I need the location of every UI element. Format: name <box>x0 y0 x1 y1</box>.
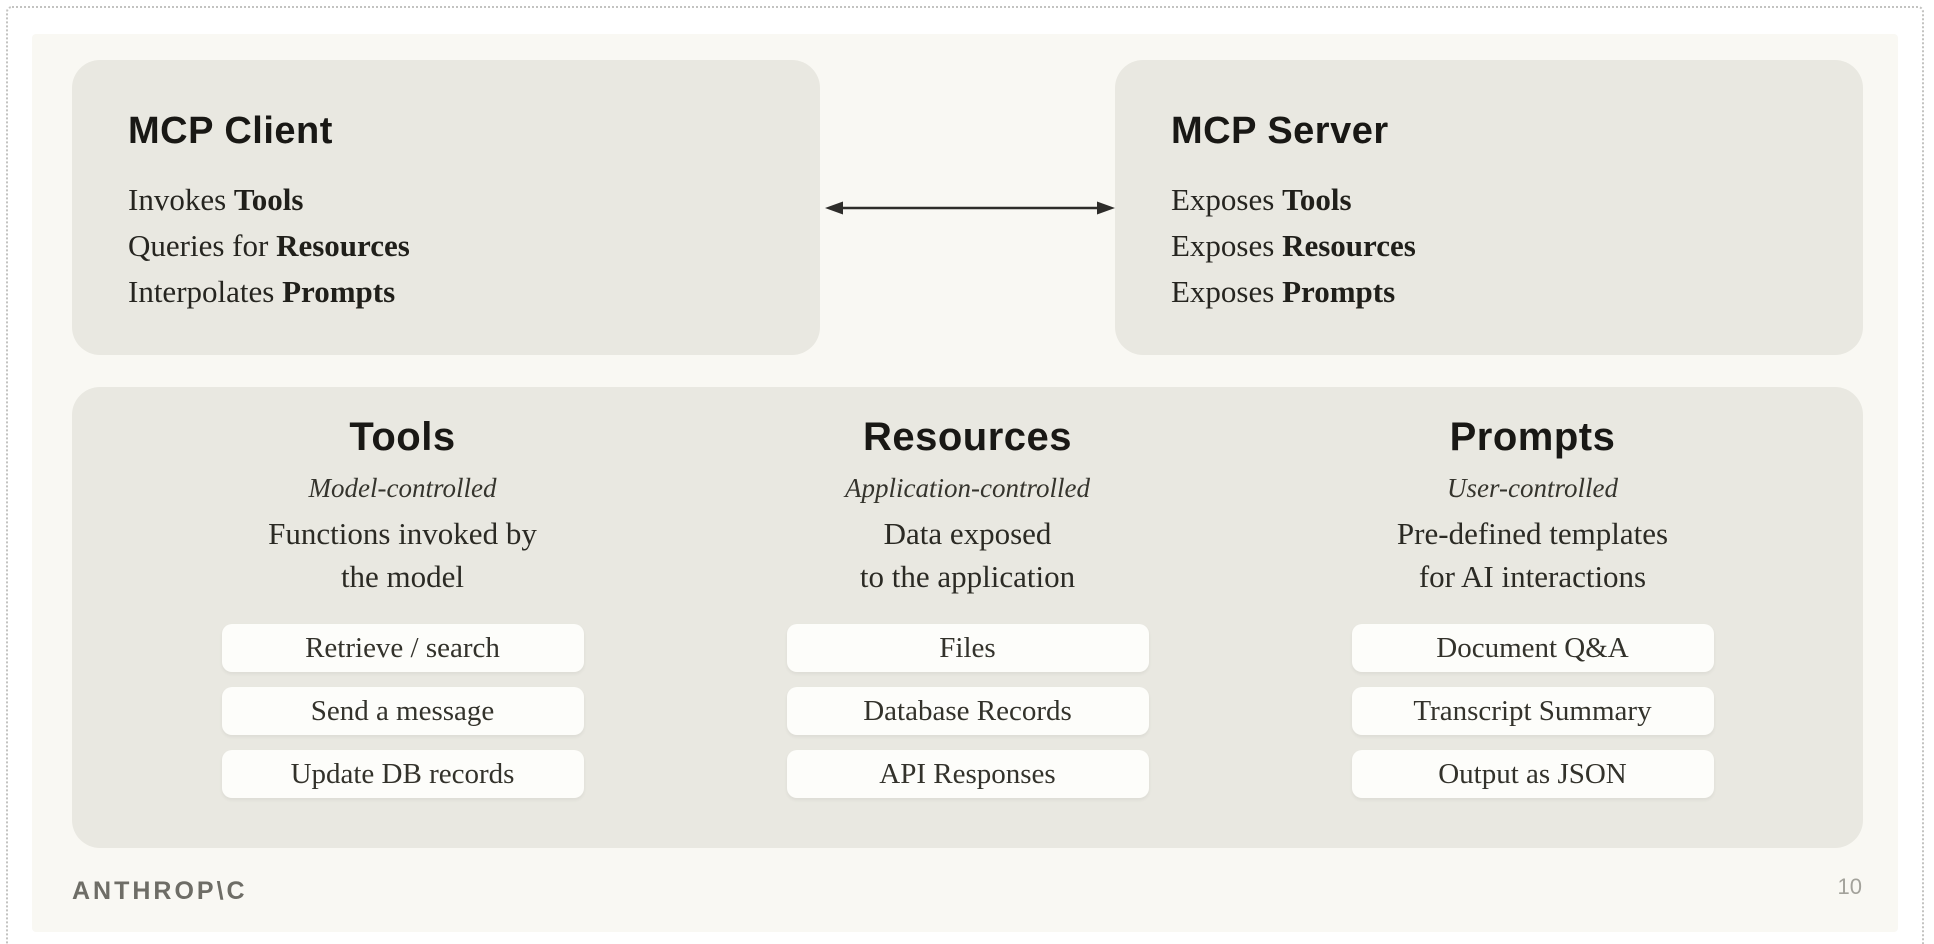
bidirectional-arrow-icon <box>825 201 1115 215</box>
capability-keyword: Prompts <box>1282 274 1396 309</box>
resources-column: Resources Application-controlled Data ex… <box>685 415 1250 848</box>
tools-control-label: Model-controlled <box>308 473 497 503</box>
capability-text: Exposes <box>1171 182 1283 217</box>
capability-text: Exposes <box>1171 228 1283 263</box>
capability-keyword: Tools <box>233 182 304 217</box>
prompts-control-label: User-controlled <box>1447 473 1618 503</box>
capability-keyword: Resources <box>276 228 410 263</box>
capability-keyword: Resources <box>1282 228 1416 263</box>
prompts-column: Prompts User-controlled Pre-defined temp… <box>1250 415 1815 848</box>
primitives-card: Tools Model-controlled Functions invoked… <box>72 387 1863 848</box>
mcp-client-title: MCP Client <box>128 110 333 152</box>
tools-description: Functions invoked by the model <box>268 516 537 594</box>
tools-example-chip: Update DB records <box>221 750 584 798</box>
resources-description: Data exposed to the application <box>859 516 1076 594</box>
prompts-description: Pre-defined templates for AI interaction… <box>1396 516 1669 594</box>
mcp-client-card: MCP Client Invokes Tools Queries for Res… <box>72 60 820 355</box>
tools-column: Tools Model-controlled Functions invoked… <box>120 415 685 848</box>
resources-example-chip: Files <box>786 624 1149 672</box>
capability-text: Interpolates <box>128 274 283 309</box>
tools-example-chip: Send a message <box>221 687 584 735</box>
prompts-example-chip: Transcript Summary <box>1351 687 1714 735</box>
anthropic-logo: ANTHROP\C <box>72 877 248 905</box>
capability-text: Invokes <box>128 182 234 217</box>
mcp-client-capability-line: Queries for Resources <box>128 223 764 269</box>
mcp-server-capability-line: Exposes Tools <box>1171 177 1807 223</box>
prompts-title: Prompts <box>1449 415 1616 459</box>
resources-control-label: Application-controlled <box>845 473 1090 503</box>
resources-example-chip: Database Records <box>786 687 1149 735</box>
prompts-example-chips: Document Q&A Transcript Summary Output a… <box>1250 624 1815 798</box>
capability-text: Queries for <box>128 228 277 263</box>
mcp-server-title: MCP Server <box>1171 110 1389 152</box>
capability-text: Exposes <box>1171 274 1283 309</box>
slide-canvas: MCP Client Invokes Tools Queries for Res… <box>32 34 1898 932</box>
resources-example-chips: Files Database Records API Responses <box>685 624 1250 798</box>
prompts-example-chip: Document Q&A <box>1351 624 1714 672</box>
tools-example-chips: Retrieve / search Send a message Update … <box>120 624 685 798</box>
prompts-example-chip: Output as JSON <box>1351 750 1714 798</box>
capability-keyword: Tools <box>1282 182 1352 217</box>
resources-title: Resources <box>862 415 1073 459</box>
tools-example-chip: Retrieve / search <box>221 624 584 672</box>
mcp-client-capability-line: Interpolates Prompts <box>128 269 764 315</box>
mcp-client-capability-line: Invokes Tools <box>128 177 764 223</box>
mcp-server-card: MCP Server Exposes Tools Exposes Resourc… <box>1115 60 1863 355</box>
mcp-server-capability-line: Exposes Resources <box>1171 223 1807 269</box>
capability-keyword: Prompts <box>282 274 396 309</box>
page-number: 10 <box>1837 874 1862 899</box>
mcp-server-capability-line: Exposes Prompts <box>1171 269 1807 315</box>
tools-title: Tools <box>349 415 456 459</box>
resources-example-chip: API Responses <box>786 750 1149 798</box>
